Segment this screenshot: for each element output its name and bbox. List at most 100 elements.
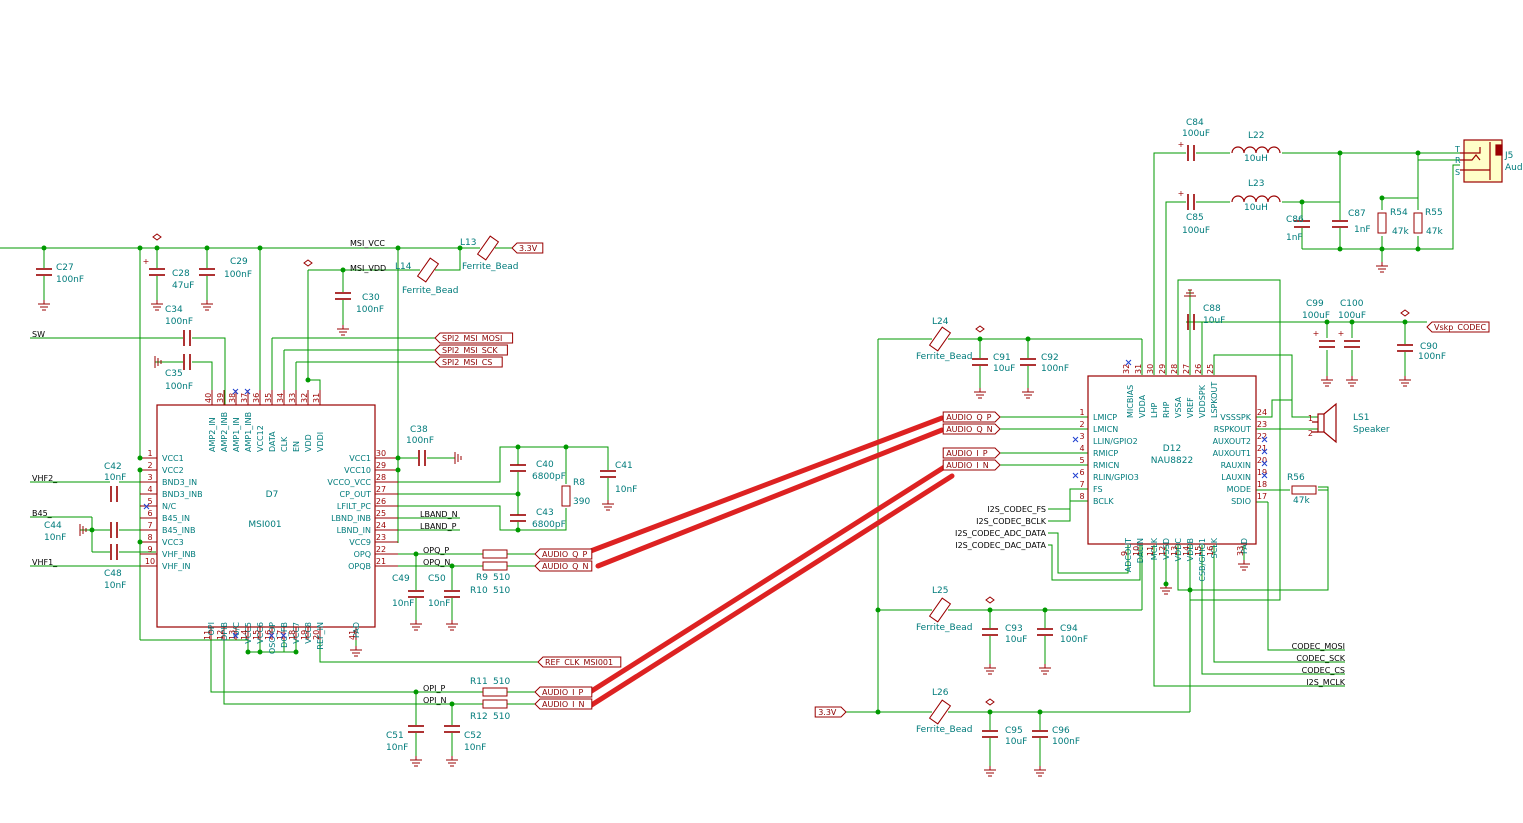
component-value: 510 <box>493 677 510 687</box>
net-label: VHF1_ <box>32 558 58 567</box>
pin-number: 29 <box>376 461 386 470</box>
pin-name: LSPKOUT <box>1210 382 1219 418</box>
pin-name: VCC12 <box>256 425 265 452</box>
ground-symbol <box>1399 376 1411 387</box>
pin-name: N/C <box>162 502 177 511</box>
component-ref: L26 <box>932 688 949 698</box>
global-label-text: SPI2_MSI_SCK <box>442 346 498 355</box>
pin-name: BCLK <box>1093 497 1114 506</box>
pin-name: B45_INB <box>162 526 196 535</box>
component-value: 10nF <box>104 473 126 483</box>
component-ref: C38 <box>410 425 428 435</box>
component-ref: C52 <box>464 731 482 741</box>
pin-number: 15 <box>252 630 261 640</box>
pin-number: 5 <box>1079 456 1084 465</box>
component-ref: C34 <box>165 305 183 315</box>
pin-name: VDDSPK <box>1198 384 1207 418</box>
pin-number: 17 <box>276 630 285 640</box>
component-ref: J5 <box>1504 151 1513 161</box>
passive-components: C27100nF+C2847uFC29100nFC30100nFC34100nF… <box>36 118 1523 777</box>
pin-name: VDDA <box>1138 394 1147 418</box>
ground-symbol <box>337 325 349 336</box>
component-value: 100nF <box>165 382 193 392</box>
pin-number: 21 <box>376 557 386 566</box>
net-label: I2S_CODEC_FS <box>987 505 1046 514</box>
pin-name: RAUXIN <box>1221 461 1251 470</box>
pin-name: VSSSPK <box>1220 413 1252 422</box>
nau8822-symbol: D12 NAU8822 LMICP1LMICN2LLIN/GPIO23RMICP… <box>1079 364 1267 582</box>
pin-number: 28 <box>376 473 386 482</box>
global-label: SPI2_MSI_SCK <box>434 344 508 356</box>
pin-name: U/C <box>232 622 241 637</box>
pin-name: VDDI <box>316 432 325 452</box>
pin-number: 26 <box>376 497 386 506</box>
component-value: Aud <box>1505 163 1523 173</box>
component-ref: C85 <box>1186 213 1204 223</box>
component-ref: C88 <box>1203 304 1221 314</box>
component-value: 47k <box>1293 496 1310 506</box>
component-value: Ferrite_Bead <box>462 262 518 272</box>
pin-name: OPI <box>207 622 216 635</box>
component-ref: C90 <box>1420 342 1438 352</box>
pin-number: 1 <box>1079 408 1084 417</box>
net-label: MSI_VDD <box>350 264 386 273</box>
component-ref: C43 <box>536 508 554 518</box>
component-c88: C88 10uF <box>1187 304 1225 330</box>
pin-number: 36 <box>252 393 261 403</box>
component-value: 100nF <box>356 305 384 315</box>
component-ref: LS1 <box>1353 413 1369 423</box>
global-label: AUDIO_I_N <box>534 698 593 710</box>
global-label-text: AUDIO_Q_N <box>946 425 992 434</box>
pin-number: 37 <box>240 393 249 403</box>
component-ref: L22 <box>1248 131 1264 141</box>
pin-name: MICBIAS <box>1126 385 1135 418</box>
component-ref: R12 <box>470 712 488 722</box>
global-label-text: AUDIO_I_P <box>946 449 988 458</box>
component-ref: C100 <box>1340 299 1364 309</box>
global-label: AUDIO_I_N <box>942 459 1001 471</box>
component-ref: R8 <box>573 478 585 488</box>
component-ref: R54 <box>1390 208 1408 218</box>
pin-name: VDDC <box>1174 538 1183 562</box>
component-ref: L14 <box>395 262 412 272</box>
global-label: Vskp_CODEC <box>1426 321 1490 333</box>
component-value: 10nF <box>104 581 126 591</box>
pin-number: 31 <box>312 393 321 403</box>
pin-number: 39 <box>216 393 225 403</box>
pin-name: MODE <box>1227 485 1251 494</box>
pin-number: 24 <box>1257 408 1267 417</box>
pin-number: 20 <box>312 630 321 640</box>
net-label: I2S_MCLK <box>1306 678 1345 687</box>
net-label: CODEC_MOSI <box>1292 642 1345 651</box>
component-value: 47k <box>1392 227 1409 237</box>
ground-symbol <box>1376 262 1388 273</box>
pin-name: AUXOUT1 <box>1213 449 1251 458</box>
pin-number: 27 <box>376 485 386 494</box>
pin-name: BND3_IN <box>162 478 197 487</box>
component-value: 10uF <box>1203 316 1225 326</box>
component-value: 100nF <box>165 317 193 327</box>
global-label-text: SPI2_MSI_MOSI <box>442 334 502 343</box>
jack-pin-label: T <box>1454 145 1460 154</box>
pin-name: RMICP <box>1093 449 1118 458</box>
pin-number: 23 <box>376 533 386 542</box>
ground-symbol <box>38 300 50 311</box>
component-value: 100uF <box>1182 226 1210 236</box>
component-ref: R10 <box>470 586 488 596</box>
jack-pin-label: S <box>1455 168 1460 177</box>
